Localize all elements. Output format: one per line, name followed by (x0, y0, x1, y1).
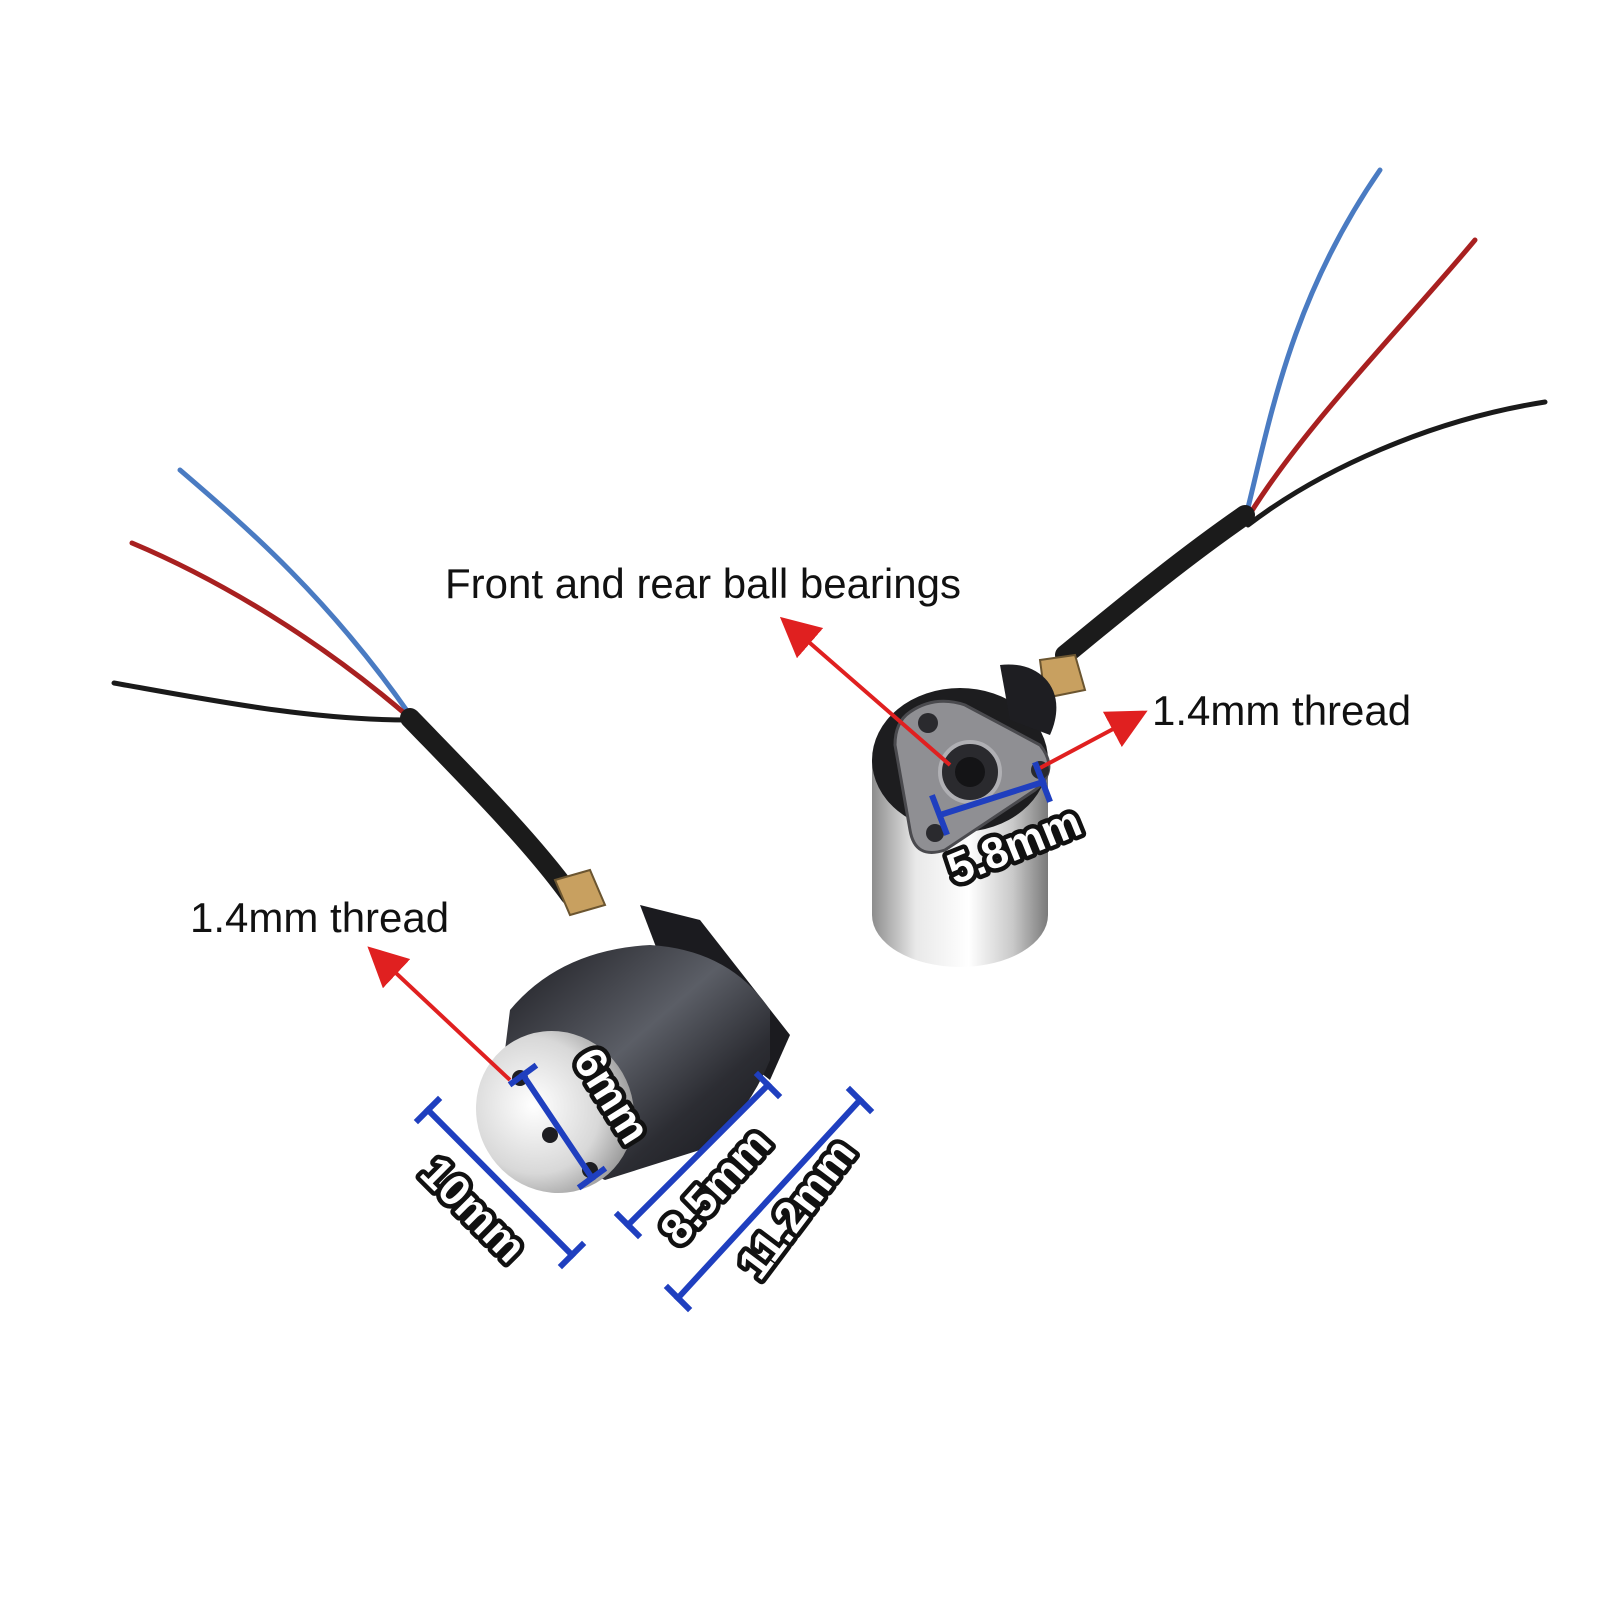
wire-blue (1242, 167, 1383, 523)
dimension-lines (413, 761, 1053, 1313)
wire-black (111, 680, 411, 723)
bearing-plate (893, 699, 1051, 854)
dim-line-6mm (507, 1062, 608, 1191)
dim-line-10mm (413, 1095, 587, 1270)
callout-arrows (367, 616, 1148, 1082)
wire-black (1245, 399, 1548, 528)
wire-blue (177, 467, 413, 718)
left-motor-body (475, 945, 770, 1194)
left-motor-wires (111, 467, 580, 905)
wire-sheath (400, 708, 580, 905)
shaft (955, 757, 985, 787)
mounting-hole (918, 713, 938, 733)
dim-line-5-8mm (929, 761, 1053, 836)
arrow-thread-left (367, 946, 512, 1082)
wire-sheath (1055, 505, 1255, 665)
solder-tab (553, 868, 607, 917)
thread-label-right: 1.4mm thread (1152, 687, 1411, 734)
dim-line-11-2mm (663, 1085, 875, 1313)
arrow-bearings (779, 616, 952, 767)
wire-red (1242, 237, 1478, 525)
right-motor-wires (1055, 167, 1548, 665)
left-motor (111, 467, 790, 1194)
dim-line-8-5mm (613, 1070, 783, 1240)
bearings-label: Front and rear ball bearings (445, 560, 961, 607)
mounting-hole (926, 824, 944, 842)
wire-red (129, 540, 413, 721)
thread-label-left: 1.4mm thread (190, 894, 449, 941)
mounting-hole (542, 1127, 558, 1143)
arrow-thread-right (1039, 710, 1148, 770)
